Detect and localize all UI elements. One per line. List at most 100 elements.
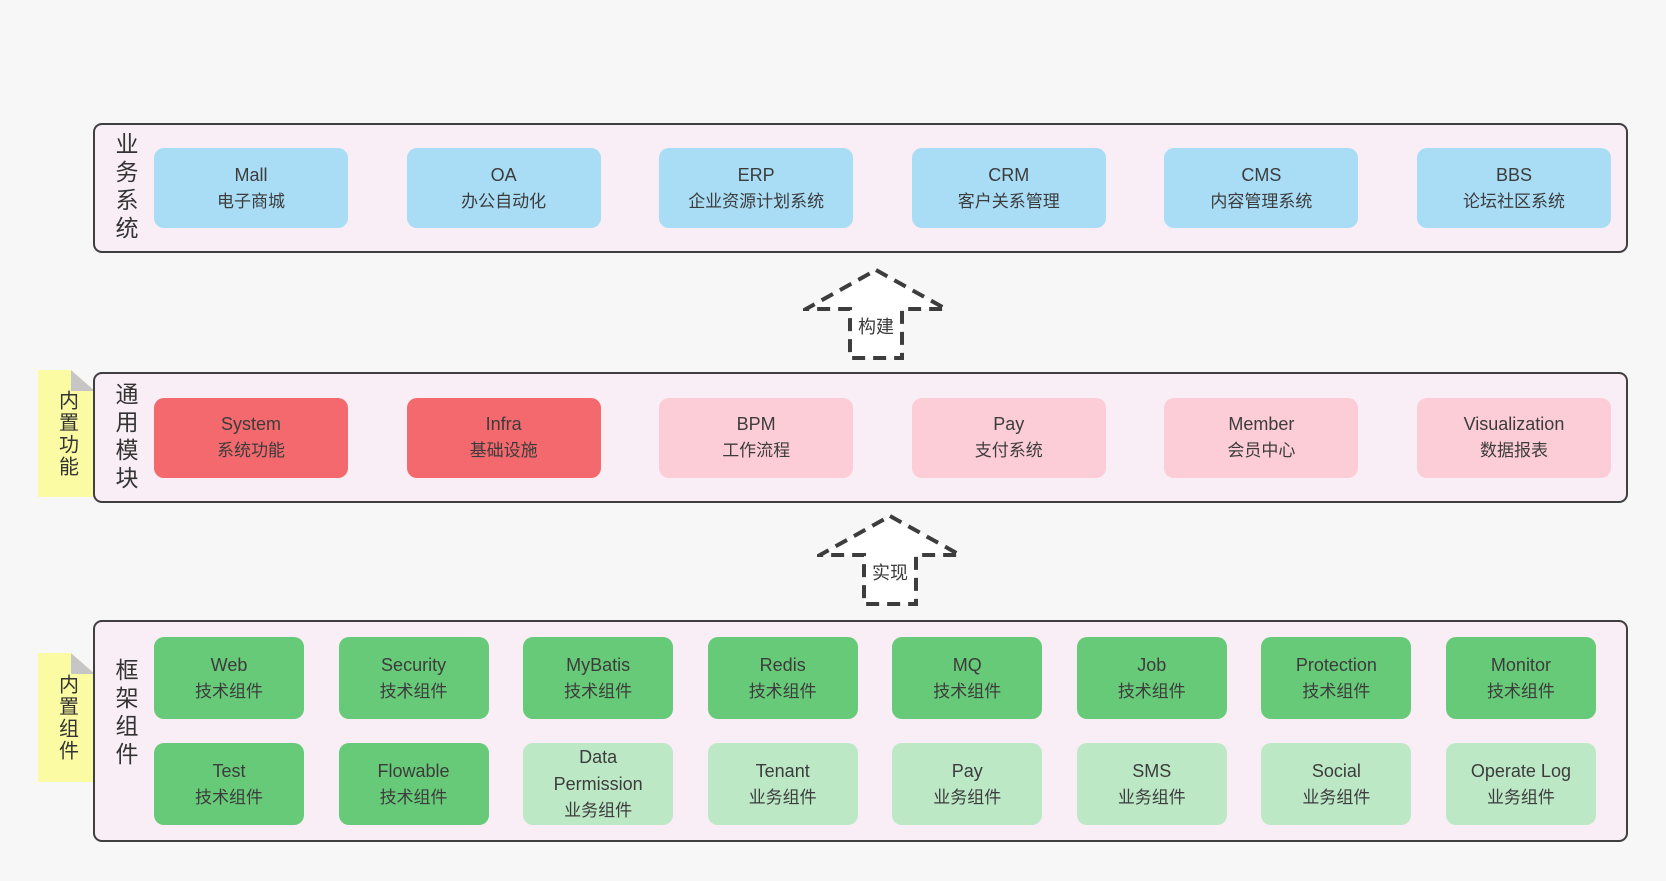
box-subtitle: 技术组件 xyxy=(1302,681,1371,701)
box-mq: MQ 技术组件 xyxy=(892,637,1043,719)
box-subtitle: 业务组件 xyxy=(1302,787,1371,807)
box-system: System 系统功能 xyxy=(154,397,348,478)
box-monitor: Monitor 技术组件 xyxy=(1445,637,1596,719)
box-title: Pay xyxy=(951,760,983,781)
panel-common-modules: 通用模块 System 系统功能 Infra 基础设施 BPM 工作流程 Pay… xyxy=(93,372,1628,503)
box-subtitle: 业务组件 xyxy=(1486,787,1555,807)
box-title: Mall xyxy=(234,164,268,185)
box-visualization: Visualization 数据报表 xyxy=(1416,397,1611,478)
sticky-fold-corner xyxy=(71,370,95,391)
box-title: System xyxy=(220,414,281,435)
sticky-note-label: 内置功能 xyxy=(55,389,78,478)
box-title: ERP xyxy=(737,164,775,185)
box-subtitle: 电子商城 xyxy=(217,191,285,211)
box-subtitle: 技术组件 xyxy=(748,681,817,701)
box-subtitle: 会员中心 xyxy=(1227,441,1296,461)
box-title: BBS xyxy=(1495,164,1532,185)
box-sms: SMS 业务组件 xyxy=(1076,743,1227,825)
box-subtitle: 工作流程 xyxy=(722,441,791,461)
box-title: CRM xyxy=(988,164,1030,185)
box-subtitle: 技术组件 xyxy=(379,681,448,701)
box-subtitle: 系统功能 xyxy=(217,441,285,461)
panel-label-framework-components: 框架组件 xyxy=(112,658,138,770)
box-oa: OA 办公自动化 xyxy=(406,148,601,228)
box-pay-component: Pay 业务组件 xyxy=(892,743,1043,825)
box-subtitle: 业务组件 xyxy=(748,787,817,807)
box-title: OA xyxy=(490,164,517,185)
box-tenant: Tenant 业务组件 xyxy=(707,743,858,825)
box-title: Social xyxy=(1311,760,1361,781)
box-title: Flowable xyxy=(377,760,450,781)
box-bbs: BBS 论坛社区系统 xyxy=(1416,148,1611,228)
sticky-note-built-in-components: 内置组件 xyxy=(38,653,95,782)
box-bpm: BPM 工作流程 xyxy=(659,397,854,478)
box-subtitle: 企业资源计划系统 xyxy=(688,191,825,211)
box-subtitle: 业务组件 xyxy=(1117,787,1186,807)
box-subtitle: 业务组件 xyxy=(933,787,1002,807)
arrow-build: 构建 xyxy=(803,267,949,361)
common-modules-row: System 系统功能 Infra 基础设施 BPM 工作流程 Pay 支付系统… xyxy=(154,374,1626,501)
arrow-label: 构建 xyxy=(803,313,949,339)
box-test: Test 技术组件 xyxy=(154,743,304,825)
box-job: Job 技术组件 xyxy=(1076,637,1227,719)
arrow-label: 实现 xyxy=(817,559,963,585)
box-member: Member 会员中心 xyxy=(1164,397,1359,478)
panel-framework-components: 框架组件 Web 技术组件 Security 技术组件 MyBatis 技术组件… xyxy=(93,620,1628,842)
box-subtitle: 技术组件 xyxy=(564,681,633,701)
framework-components-row-2: Test 技术组件 Flowable 技术组件 Data Permission … xyxy=(154,743,1596,825)
box-subtitle: 数据报表 xyxy=(1479,441,1548,461)
box-subtitle: 内容管理系统 xyxy=(1210,191,1313,211)
box-data-permission: Data Permission 业务组件 xyxy=(523,743,674,825)
box-subtitle: 技术组件 xyxy=(1486,681,1555,701)
box-crm: CRM 客户关系管理 xyxy=(911,148,1106,228)
box-title: Infra xyxy=(485,414,522,435)
box-subtitle: 技术组件 xyxy=(1117,681,1186,701)
box-title: Web xyxy=(210,654,248,675)
box-title: CMS xyxy=(1241,164,1282,185)
box-mybatis: MyBatis 技术组件 xyxy=(523,637,674,719)
panel-label-common-modules: 通用模块 xyxy=(112,381,138,494)
panel-label-business-systems: 业务系统 xyxy=(112,132,138,244)
box-title: MQ xyxy=(952,654,982,675)
sticky-note-label: 内置组件 xyxy=(55,673,78,762)
framework-components-grid: Web 技术组件 Security 技术组件 MyBatis 技术组件 Redi… xyxy=(154,622,1626,840)
box-security: Security 技术组件 xyxy=(338,637,489,719)
box-title: Test xyxy=(212,760,246,781)
box-subtitle: 支付系统 xyxy=(974,441,1043,461)
box-title: Member xyxy=(1228,414,1295,435)
box-title: Redis xyxy=(759,654,806,675)
box-title: SMS xyxy=(1132,760,1172,781)
panel-business-systems: 业务系统 Mall 电子商城 OA 办公自动化 ERP 企业资源计划系统 CRM… xyxy=(93,123,1628,253)
box-title: Pay xyxy=(993,414,1025,435)
box-title: Monitor xyxy=(1490,654,1551,675)
box-title: BPM xyxy=(736,414,776,435)
box-pay-system: Pay 支付系统 xyxy=(911,397,1106,478)
box-title: Data Permission xyxy=(553,747,643,795)
box-redis: Redis 技术组件 xyxy=(707,637,858,719)
box-mall: Mall 电子商城 xyxy=(154,148,348,228)
box-erp: ERP 企业资源计划系统 xyxy=(659,148,854,228)
box-title: Job xyxy=(1137,654,1167,675)
box-subtitle: 基础设施 xyxy=(469,441,538,461)
box-title: Operate Log xyxy=(1470,760,1571,781)
box-subtitle: 技术组件 xyxy=(933,681,1002,701)
arrow-implement: 实现 xyxy=(817,513,963,607)
box-cms: CMS 内容管理系统 xyxy=(1164,148,1359,228)
framework-components-row-1: Web 技术组件 Security 技术组件 MyBatis 技术组件 Redi… xyxy=(154,637,1596,719)
box-social: Social 业务组件 xyxy=(1261,743,1412,825)
sticky-fold-corner xyxy=(71,653,95,674)
box-title: MyBatis xyxy=(566,654,631,675)
box-flowable: Flowable 技术组件 xyxy=(338,743,489,825)
box-subtitle: 业务组件 xyxy=(564,801,633,821)
box-subtitle: 客户关系管理 xyxy=(957,191,1060,211)
box-subtitle: 论坛社区系统 xyxy=(1462,191,1565,211)
box-title: Visualization xyxy=(1463,414,1565,435)
box-protection: Protection 技术组件 xyxy=(1261,637,1412,719)
box-operate-log: Operate Log 业务组件 xyxy=(1445,743,1596,825)
box-title: Security xyxy=(381,654,447,675)
box-title: Protection xyxy=(1295,654,1377,675)
box-subtitle: 技术组件 xyxy=(195,787,263,807)
box-subtitle: 技术组件 xyxy=(195,681,263,701)
sticky-note-built-in-features: 内置功能 xyxy=(38,370,95,497)
